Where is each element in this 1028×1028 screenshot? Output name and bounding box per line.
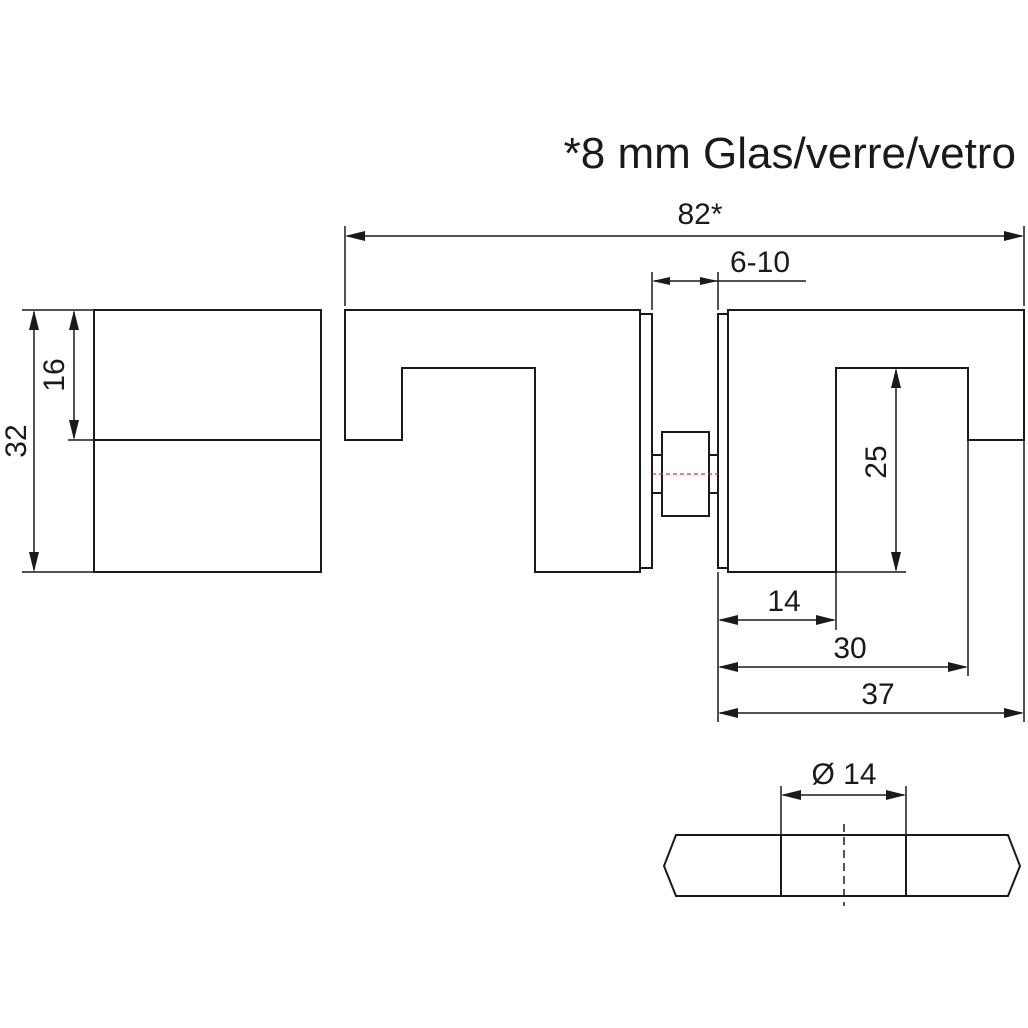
front-view: 82* 6-10 25 14 30 37 xyxy=(344,198,1025,722)
glass-segment-right xyxy=(905,834,1022,897)
arrow-25-bottom xyxy=(891,552,901,572)
dim-label-30: 30 xyxy=(833,632,866,665)
arrow-hole-right xyxy=(886,790,906,800)
right-knob-outline xyxy=(727,309,1025,573)
arrow-30-right xyxy=(948,662,968,672)
arrow-82-left xyxy=(345,231,365,241)
dim-label-14: 14 xyxy=(767,585,800,618)
arrow-16-bottom xyxy=(69,420,79,440)
arrow-82-right xyxy=(1004,231,1024,241)
left-gasket xyxy=(639,313,653,569)
left-knob-outline xyxy=(344,309,641,573)
glass-hole-detail: Ø 14 xyxy=(662,758,1022,906)
dim-label-82: 82* xyxy=(677,198,722,231)
arrow-14-left xyxy=(718,615,738,625)
arrow-32-top xyxy=(29,310,39,330)
side-view: 32 16 xyxy=(0,309,322,573)
arrow-25-top xyxy=(891,368,901,388)
arrow-37-left xyxy=(718,708,738,718)
dim-label-16: 16 xyxy=(38,358,71,391)
arrow-30-left xyxy=(718,662,738,672)
arrow-16-top xyxy=(69,310,79,330)
dim-label-hole-diameter: Ø 14 xyxy=(811,758,876,791)
dim-label-25: 25 xyxy=(860,445,893,478)
arrow-gap-right xyxy=(700,277,718,285)
dim-label-37: 37 xyxy=(861,678,894,711)
arrow-gap-left xyxy=(652,277,670,285)
dim-label-32: 32 xyxy=(0,424,33,457)
arrow-32-bottom xyxy=(29,552,39,572)
glass-thickness-note: *8 mm Glas/verre/vetro xyxy=(564,129,1016,178)
right-gasket xyxy=(717,313,729,569)
arrow-hole-left xyxy=(781,790,801,800)
arrow-37-right xyxy=(1004,708,1024,718)
glass-segment-left xyxy=(662,834,782,897)
arrow-14-right xyxy=(816,615,836,625)
dim-label-gap: 6-10 xyxy=(730,246,790,279)
